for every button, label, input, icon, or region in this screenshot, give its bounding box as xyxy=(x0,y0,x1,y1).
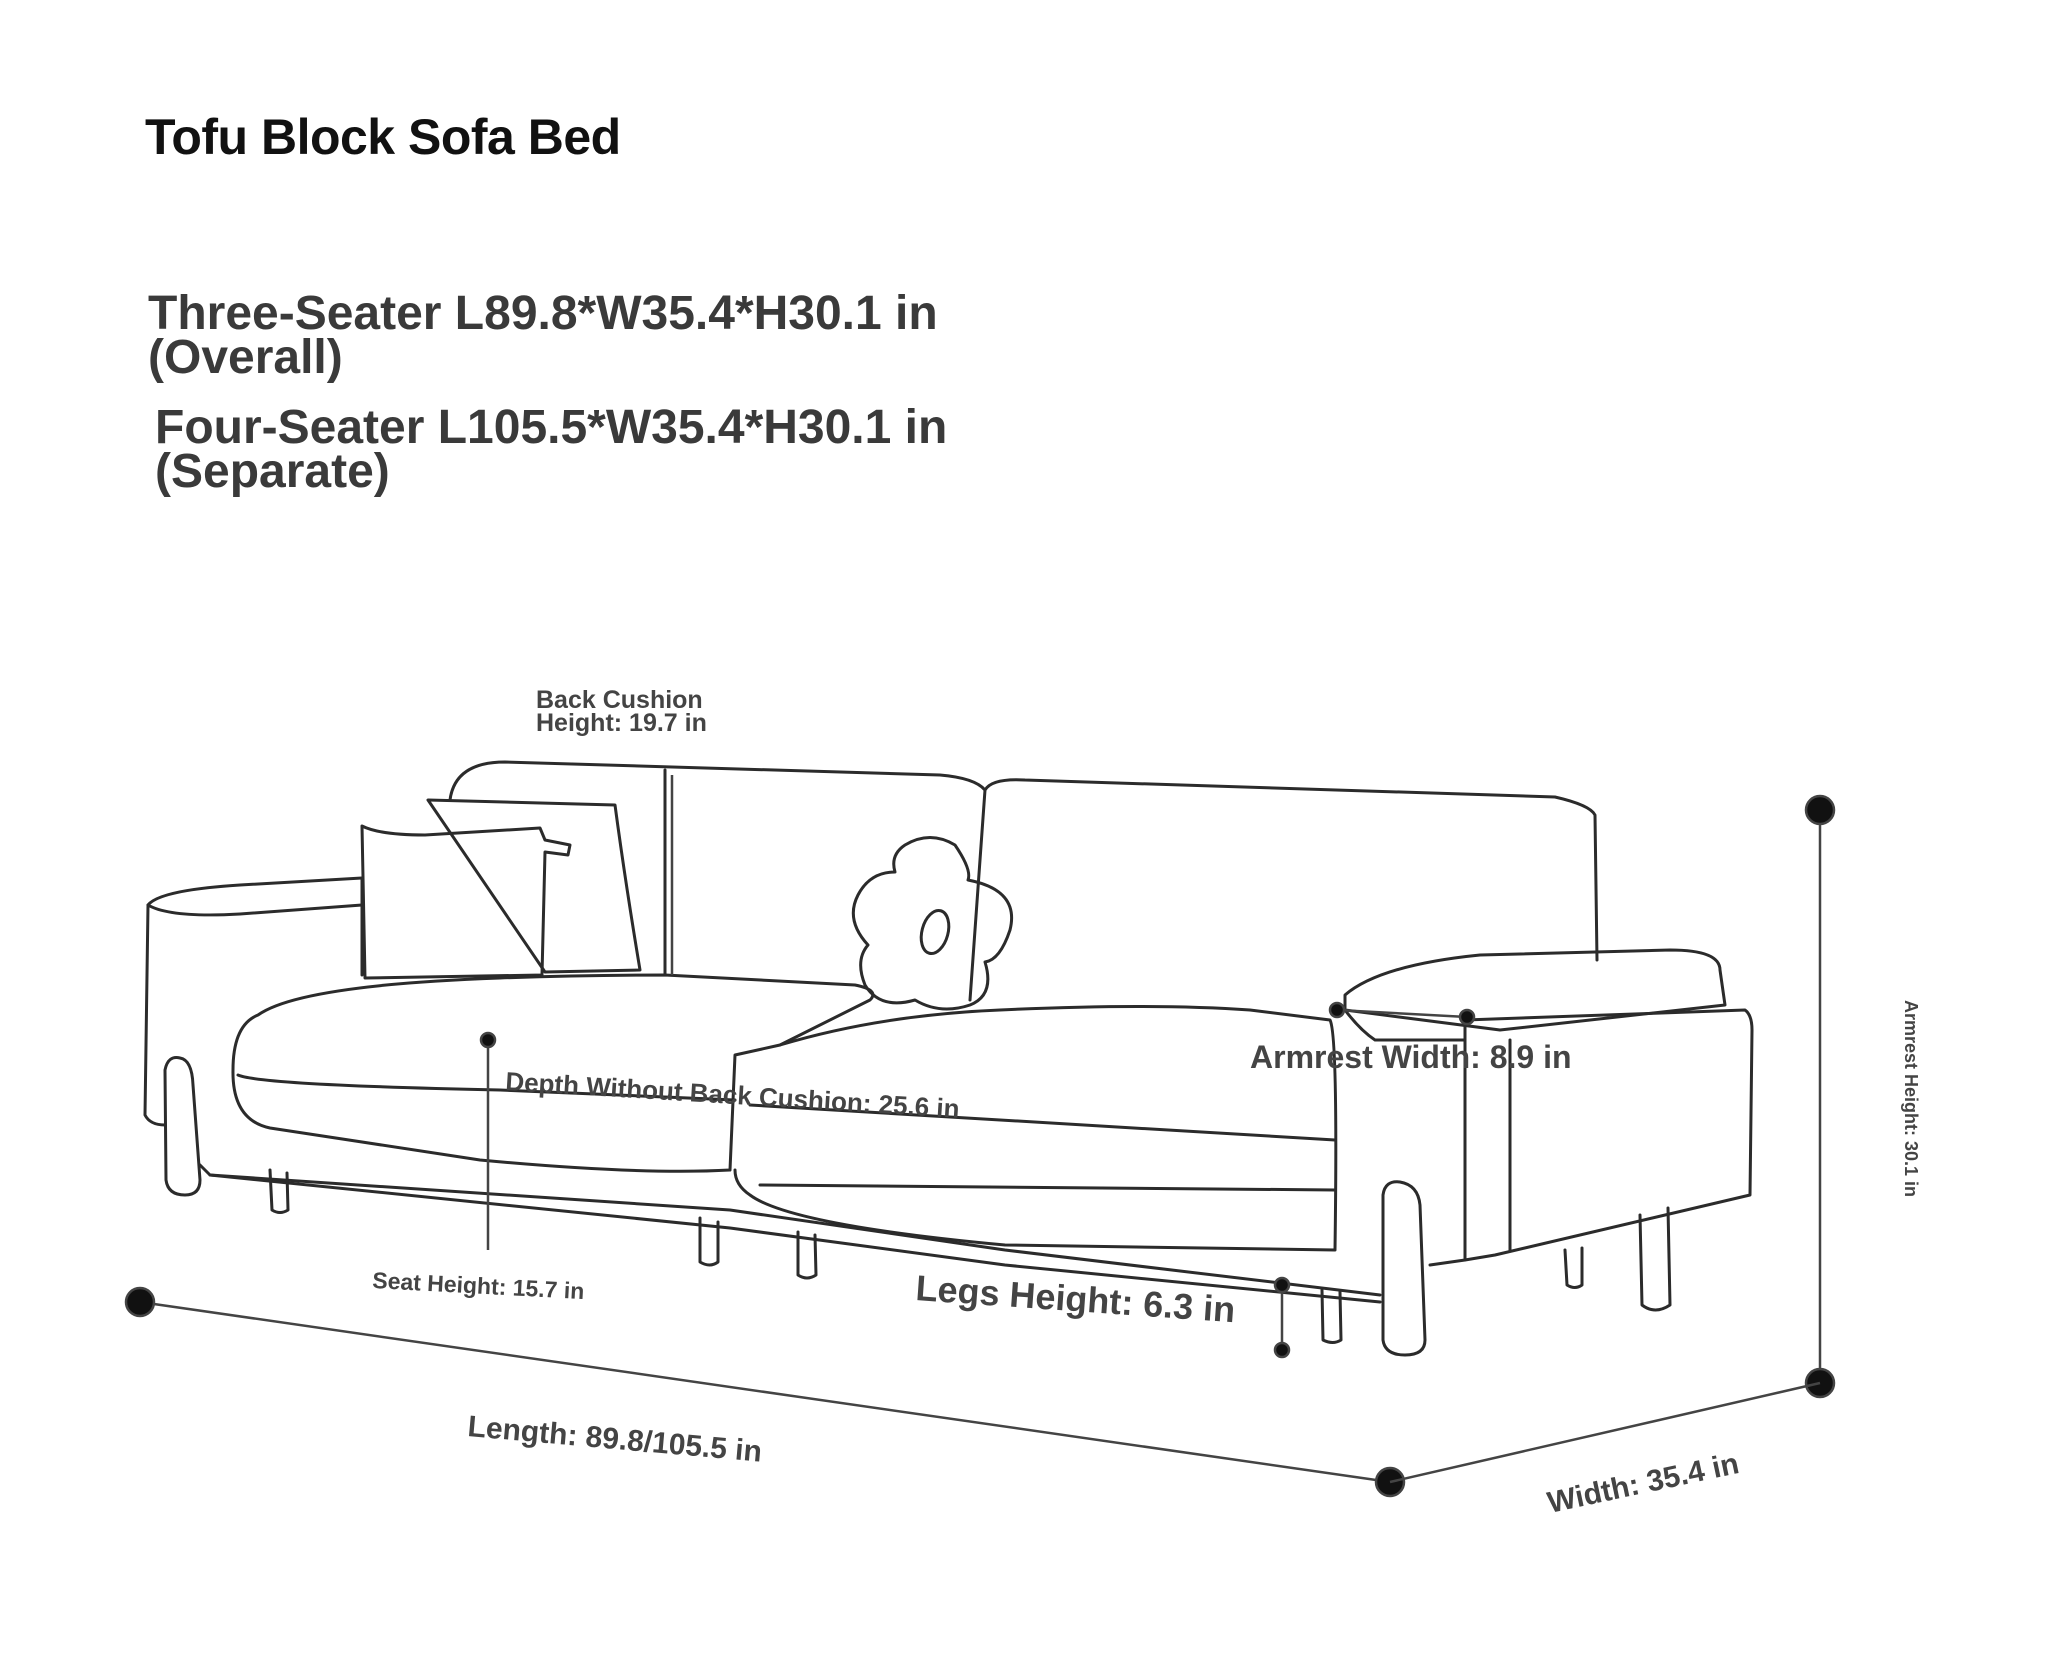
right-seat-bottom-seam xyxy=(758,1183,1337,1192)
dimension-labels: Back Cushion Height: 19.7 in Depth Witho… xyxy=(372,686,1921,1520)
armrest-width-dot-left xyxy=(1328,1001,1346,1019)
left-seat-front-seam xyxy=(236,1073,737,1102)
left-back-cushion xyxy=(448,760,987,1002)
right-armrest-inner xyxy=(1343,1008,1467,1267)
flower-pillow-center xyxy=(919,908,951,956)
front-right-leg xyxy=(1381,1180,1427,1357)
armrest-height-dot-top xyxy=(1804,794,1836,826)
four-seater-note: (Separate) xyxy=(155,445,390,498)
back-cushion-height-label-line2: Height: 19.7 in xyxy=(536,709,707,737)
rear-leg-2 xyxy=(698,1216,720,1267)
flower-pillow xyxy=(851,836,1014,1011)
sofa-line-drawing xyxy=(143,760,1754,1357)
left-seat-cushion xyxy=(231,973,875,1173)
product-title: Tofu Block Sofa Bed xyxy=(145,109,621,165)
left-armrest xyxy=(143,876,364,1127)
left-front-leg xyxy=(163,1056,202,1197)
sofa-base-lower xyxy=(208,1173,1382,1304)
legs-height-dot-bottom xyxy=(1273,1341,1291,1359)
sofa-base xyxy=(198,1163,1382,1297)
rear-leg-3 xyxy=(796,1230,818,1280)
four-seater-spec: Four-Seater L105.5*W35.4*H30.1 in (Separ… xyxy=(155,401,948,498)
left-armrest-top xyxy=(146,903,364,917)
seat-height-label: Seat Height: 15.7 in xyxy=(372,1267,585,1304)
armrest-leg-1 xyxy=(1563,1246,1584,1289)
armrest-width-line xyxy=(1336,1008,1468,1019)
armrest-height-label: Armrest Height: 30.1 in xyxy=(1901,1000,1921,1197)
dimension-markers xyxy=(124,775,1836,1498)
three-seater-spec: Three-Seater L89.8*W35.4*H30.1 in (Overa… xyxy=(148,287,938,384)
right-seat-cushion xyxy=(733,1005,1338,1252)
three-seater-note: (Overall) xyxy=(148,331,343,384)
armrest-leg-2 xyxy=(1638,1206,1672,1312)
rear-leg-4 xyxy=(1320,1288,1343,1344)
right-armrest-top xyxy=(1343,948,1727,1032)
rect-pillow xyxy=(360,824,572,980)
square-pillow xyxy=(426,798,642,974)
three-seater-dimensions: Three-Seater L89.8*W35.4*H30.1 in xyxy=(148,287,938,340)
right-armrest-body xyxy=(1463,1008,1754,1262)
armrest-width-dot-right xyxy=(1458,1008,1476,1026)
right-back-cushion xyxy=(983,778,1599,962)
length-line xyxy=(139,1300,1391,1484)
length-dot-left xyxy=(124,1286,156,1318)
seat-height-dot xyxy=(479,1031,497,1049)
width-line xyxy=(1389,1381,1821,1484)
width-label: Width: 35.4 in xyxy=(1545,1447,1742,1520)
four-seater-dimensions: Four-Seater L105.5*W35.4*H30.1 in xyxy=(155,401,948,454)
legs-height-dot-top xyxy=(1273,1276,1291,1294)
back-cushion-height-label-line1: Back Cushion xyxy=(536,686,703,714)
right-seat-front-seam xyxy=(748,1103,1337,1142)
armrest-width-label: Armrest Width: 8.9 in xyxy=(1250,1039,1572,1075)
length-label: Length: 89.8/105.5 in xyxy=(466,1410,763,1469)
rear-leg-1 xyxy=(268,1168,290,1214)
legs-height-label: Legs Height: 6.3 in xyxy=(914,1267,1236,1330)
